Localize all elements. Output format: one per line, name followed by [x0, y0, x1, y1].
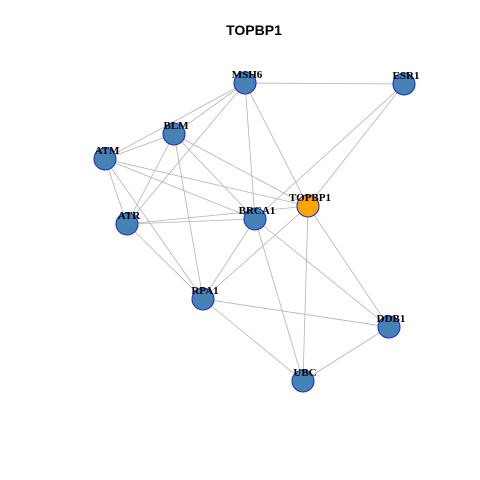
- edge-brca1-ubc: [254, 218, 304, 382]
- node-label-ubc: UBC: [293, 367, 316, 379]
- node-label-msh6: MSH6: [232, 69, 263, 81]
- edge-atm-brca1: [104, 158, 256, 220]
- node-atr[interactable]: [115, 212, 139, 236]
- edge-ddb1-ubc: [302, 326, 390, 382]
- edge-rpa1-ubc: [202, 298, 304, 382]
- edge-blm-atr: [126, 133, 175, 225]
- edge-atr-rpa1: [126, 223, 204, 300]
- node-esr1[interactable]: [392, 72, 416, 96]
- node-label-atm: ATM: [95, 145, 120, 157]
- node-label-atr: ATR: [118, 210, 141, 222]
- node-label-brca1: BRCA1: [239, 205, 276, 217]
- edge-rpa1-ddb1: [202, 298, 390, 328]
- edge-layer: [104, 82, 405, 382]
- diagram-title: TOPBP1: [226, 22, 282, 38]
- edge-atr-brca1: [126, 218, 256, 225]
- edge-msh6-atr: [126, 82, 246, 225]
- edge-blm-rpa1: [173, 133, 204, 300]
- edge-brca1-ddb1: [254, 218, 390, 328]
- node-label-rpa1: RPA1: [191, 285, 218, 297]
- edge-topbp1-ddb1: [307, 205, 390, 328]
- node-label-esr1: ESR1: [393, 70, 420, 82]
- node-label-blm: BLM: [163, 120, 189, 132]
- edge-esr1-brca1: [254, 83, 405, 220]
- node-atm[interactable]: [93, 147, 117, 171]
- node-ddb1[interactable]: [377, 315, 401, 339]
- node-label-topbp1: TOPBP1: [289, 192, 331, 204]
- edge-atm-rpa1: [104, 158, 204, 300]
- edge-atr-topbp1: [126, 205, 309, 225]
- edge-topbp1-ubc: [302, 205, 309, 382]
- node-ubc[interactable]: [291, 369, 315, 393]
- node-blm[interactable]: [162, 122, 186, 146]
- edge-atm-topbp1: [104, 158, 309, 207]
- edge-brca1-rpa1: [202, 218, 256, 300]
- node-label-ddb1: DDB1: [377, 313, 406, 325]
- edge-msh6-topbp1: [244, 82, 309, 207]
- edge-topbp1-rpa1: [202, 205, 309, 300]
- node-topbp1[interactable]: [296, 194, 320, 218]
- node-brca1[interactable]: [243, 207, 267, 231]
- node-layer: [93, 71, 416, 393]
- edge-msh6-brca1: [244, 82, 256, 220]
- edge-msh6-esr1: [244, 82, 405, 85]
- edge-msh6-atm: [104, 82, 246, 160]
- edge-blm-brca1: [173, 133, 256, 220]
- edge-msh6-blm: [173, 82, 246, 135]
- edge-esr1-topbp1: [307, 83, 405, 207]
- edge-blm-atm: [104, 133, 175, 160]
- node-msh6[interactable]: [233, 71, 257, 95]
- edge-blm-topbp1: [173, 133, 309, 207]
- node-rpa1[interactable]: [191, 287, 215, 311]
